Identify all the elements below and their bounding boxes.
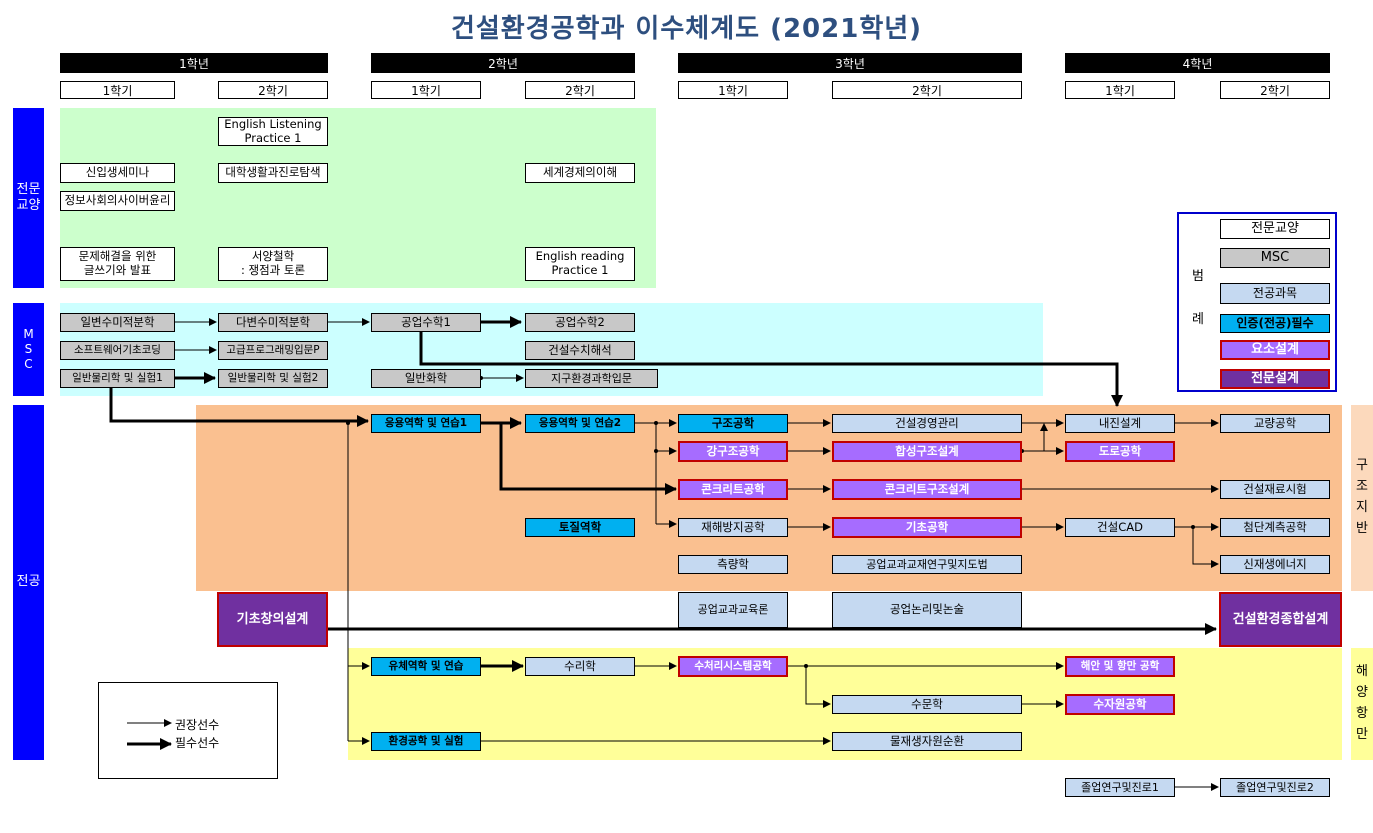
course-eng-math-2: 공업수학2 (525, 313, 635, 332)
course-composite-design: 합성구조설계 (832, 441, 1022, 462)
course-earth-environment: 지구환경과학입문 (525, 369, 658, 388)
course-disaster-prevention: 재해방지공학 (678, 518, 788, 537)
legend-title: 범 례 (1192, 269, 1204, 328)
arrow-key: 권장선수 필수선수 (98, 682, 278, 779)
course-world-economy: 세계경제의이해 (525, 163, 635, 183)
semester-3: 1학기 (371, 81, 481, 99)
course-college-life: 대학생활과진로탐색 (218, 163, 328, 183)
course-chemistry: 일반화학 (371, 369, 481, 388)
legend-msc: MSC (1220, 248, 1330, 268)
course-material-cycle: 물재생자원순환 (832, 732, 1022, 751)
course-construction-cad: 건설CAD (1065, 518, 1175, 537)
course-eng-math-1: 공업수학1 (371, 313, 481, 332)
key-required: 필수선수 (175, 736, 220, 750)
course-concrete-eng: 콘크리트공학 (678, 479, 788, 500)
course-material-test: 건설재료시험 (1220, 480, 1330, 499)
band-major: 전공 (13, 405, 44, 760)
course-water-resources: 수자원공학 (1065, 694, 1175, 715)
legend-major: 전공과목 (1220, 283, 1330, 304)
course-hydrology: 수문학 (832, 695, 1022, 714)
course-calculus-1: 일변수미적분학 (60, 313, 175, 332)
course-steel-structure: 강구조공학 (678, 441, 788, 462)
legend-general: 전문교양 (1220, 219, 1330, 239)
course-numerical: 건설수치해석 (525, 341, 635, 360)
arrow-key-lines (127, 719, 172, 750)
course-environmental-eng: 환경공학 및 실험 (371, 732, 481, 751)
course-english-reading: English reading Practice 1 (525, 247, 635, 281)
course-fluid-mechanics: 유체역학 및 연습 (371, 657, 481, 676)
ocean-side-zone (1351, 648, 1373, 760)
course-adv-programming: 고급프로그래밍입문P (218, 341, 328, 360)
year-1: 1학년 (60, 53, 328, 73)
course-foundation-eng: 기초공학 (832, 517, 1022, 538)
course-new-energy: 신재생에너지 (1220, 555, 1330, 574)
course-hydraulics: 수리학 (525, 657, 635, 676)
course-applied-mechanics-1: 응용역학 및 연습1 (371, 414, 481, 433)
course-soil-mechanics: 토질역학 (525, 518, 635, 537)
semester-1: 1학기 (60, 81, 175, 99)
course-logic-essay: 공업논리및논술 (832, 592, 1022, 628)
legend-professional-design: 전문설계 (1220, 369, 1330, 389)
semester-8: 2학기 (1220, 81, 1330, 99)
course-calculus-2: 다변수미적분학 (218, 313, 328, 332)
key-recommended: 권장선수 (175, 718, 220, 732)
semester-5: 1학기 (678, 81, 788, 99)
course-capstone-design: 건설환경종합설계 (1219, 592, 1342, 647)
side-label-ocean: 해 양 항 만 (1356, 664, 1368, 742)
year-3: 3학년 (678, 53, 1022, 73)
legend-element-design: 요소설계 (1220, 340, 1330, 360)
course-freshman-seminar: 신입생세미나 (60, 163, 175, 183)
course-coastal-eng: 해안 및 항만 공학 (1065, 656, 1175, 677)
course-info-ethics: 정보사회의사이버윤리 (60, 191, 175, 211)
side-label-structure: 구 조 지 반 (1356, 458, 1368, 536)
course-applied-mechanics-2: 응용역학 및 연습2 (525, 414, 635, 433)
page-title: 건설환경공학과 이수체계도 (2021학년) (450, 14, 923, 44)
course-bridge-eng: 교량공학 (1220, 414, 1330, 433)
semester-4: 2학기 (525, 81, 635, 99)
course-concrete-design: 콘크리트구조설계 (832, 479, 1022, 500)
legend-required: 인증(전공)필수 (1220, 314, 1330, 333)
course-measurement: 첨단계측공학 (1220, 518, 1330, 537)
course-construction-mgmt: 건설경영관리 (832, 414, 1022, 433)
structure-side-zone (1351, 405, 1373, 591)
band-general: 전문 교양 (13, 108, 44, 288)
course-western-philosophy: 서양철학 : 쟁점과 토론 (218, 247, 328, 281)
band-msc: M S C (13, 303, 44, 396)
semester-7: 1학기 (1065, 81, 1175, 99)
semester-2: 2학기 (218, 81, 328, 99)
year-4: 4학년 (1065, 53, 1330, 73)
course-software: 소프트웨어기초코딩 (60, 341, 175, 360)
course-writing: 문제해결을 위한 글쓰기와 발표 (60, 247, 175, 281)
year-2: 2학년 (371, 53, 635, 73)
semester-6: 2학기 (832, 81, 1022, 99)
course-structural-eng: 구조공학 (678, 414, 788, 433)
course-physics-1: 일반물리학 및 실험1 (60, 369, 175, 388)
course-graduation-research-2: 졸업연구및진로2 (1220, 778, 1330, 797)
course-road-eng: 도로공학 (1065, 441, 1175, 462)
course-seismic-design: 내진설계 (1065, 414, 1175, 433)
course-surveying: 측량학 (678, 555, 788, 574)
course-physics-2: 일반물리학 및 실험2 (218, 369, 328, 388)
course-basic-creative-design: 기초창의설계 (217, 592, 328, 647)
course-water-treatment: 수처리시스템공학 (678, 656, 788, 677)
legend: 범 례 전문교양 MSC 전공과목 인증(전공)필수 요소설계 전문설계 (1177, 212, 1337, 392)
course-edu-theory: 공업교과교육론 (678, 592, 788, 628)
course-graduation-research-1: 졸업연구및진로1 (1065, 778, 1175, 797)
course-textbook-research: 공업교과교재연구및지도법 (832, 555, 1022, 574)
course-english-listening: English Listening Practice 1 (218, 117, 328, 146)
